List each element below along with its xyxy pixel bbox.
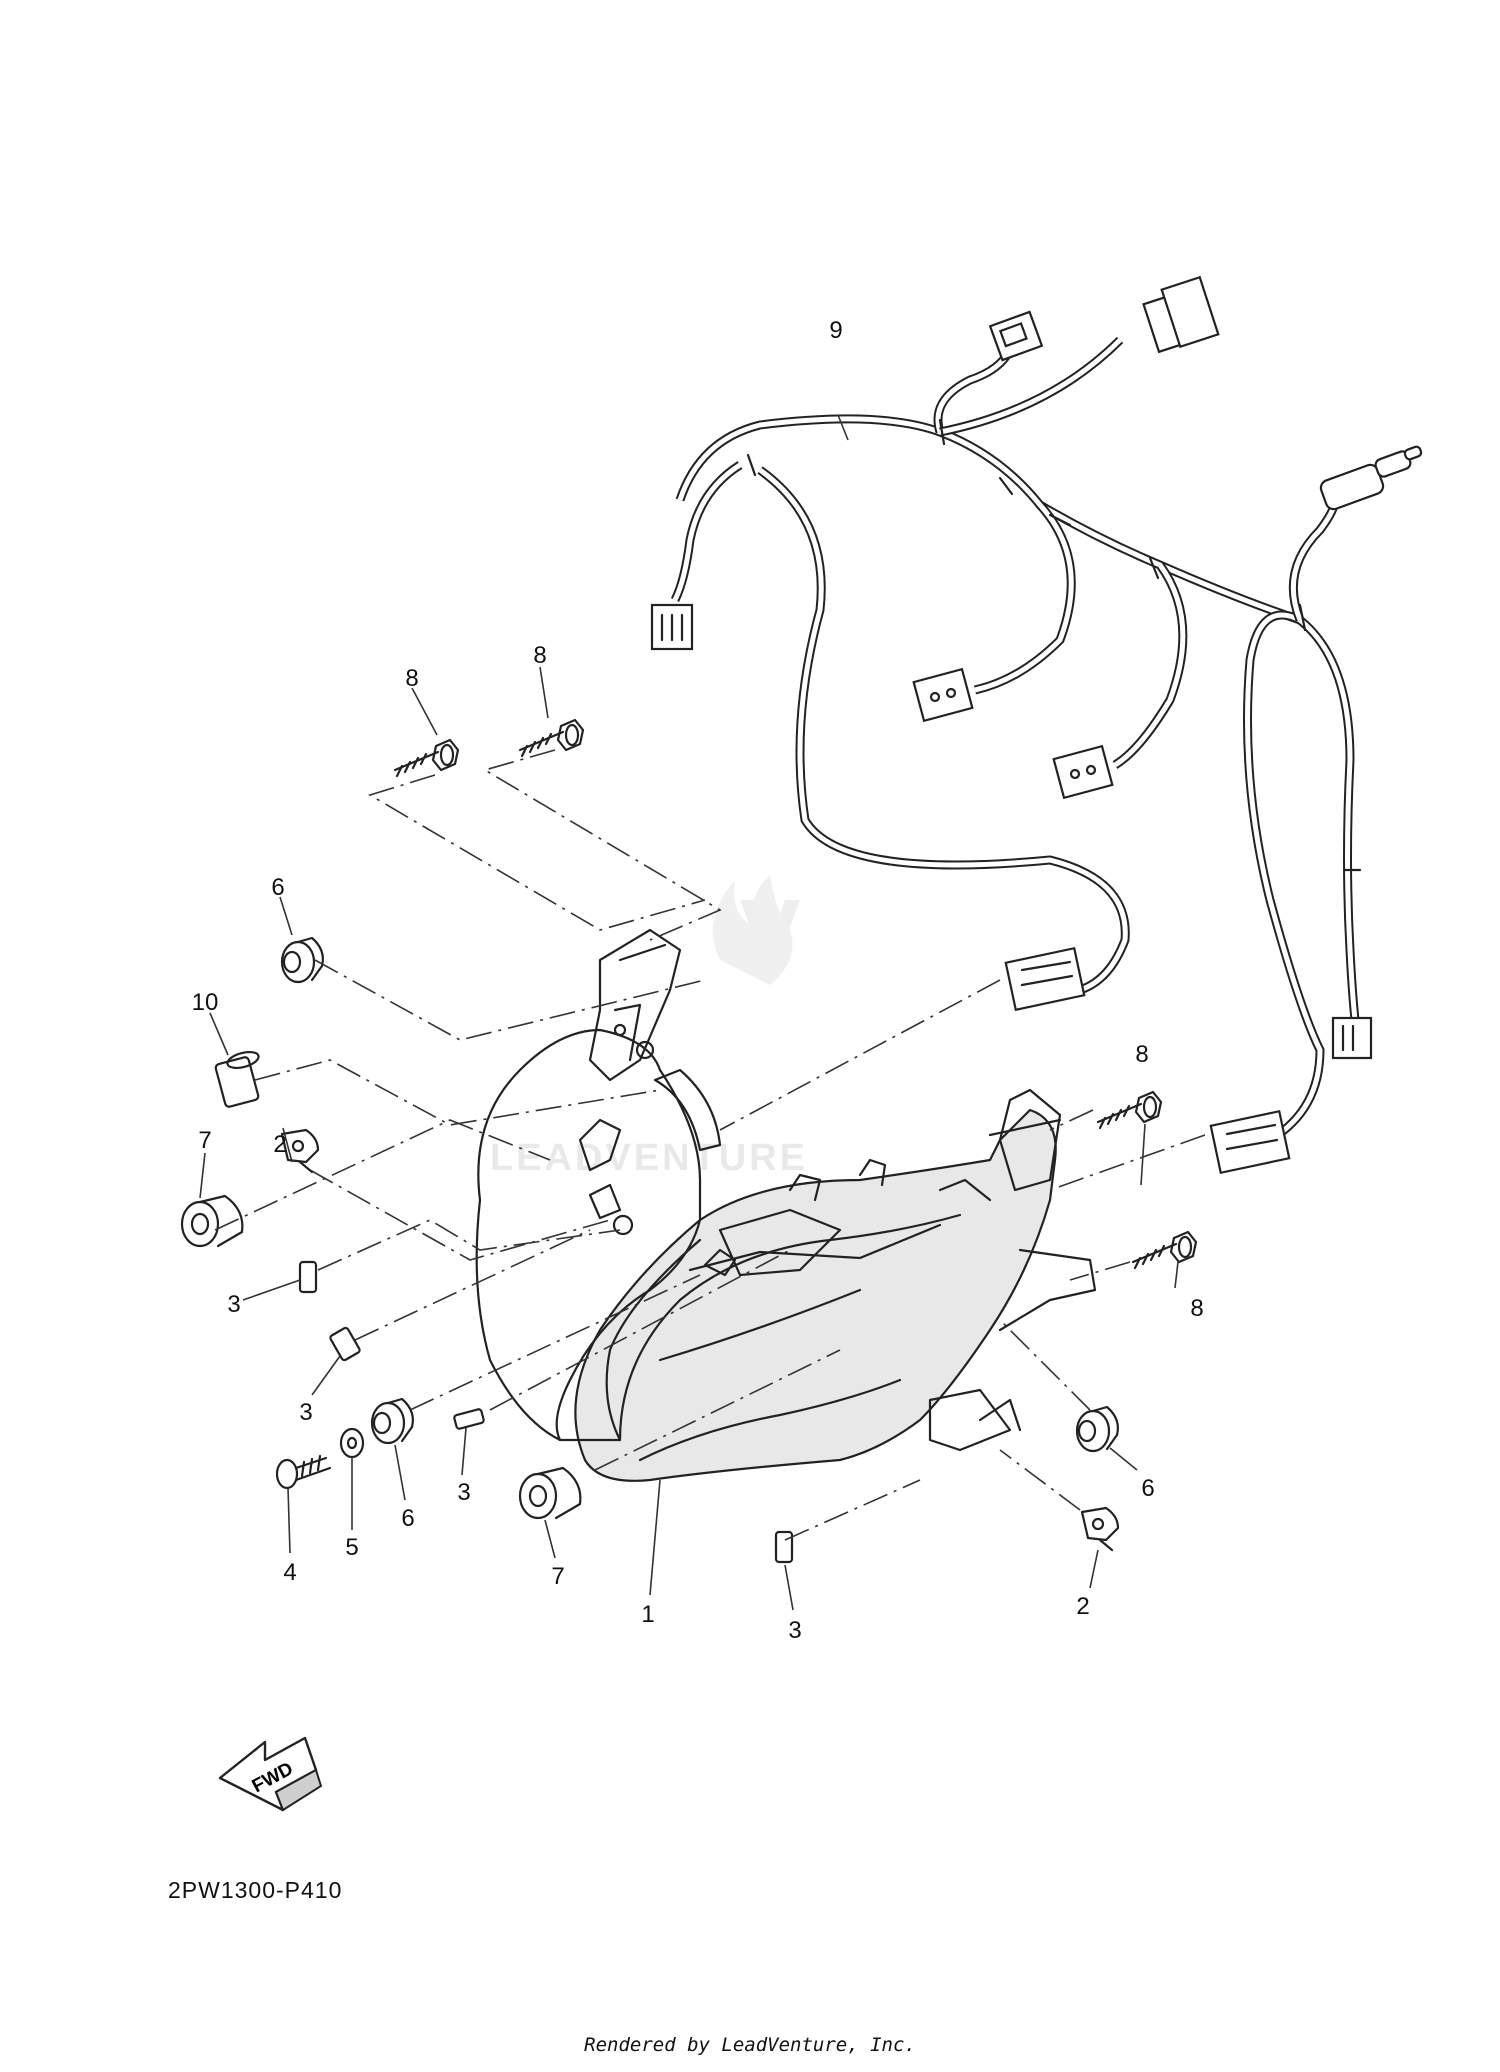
spacer-3-d bbox=[774, 1530, 794, 1564]
collar-10 bbox=[214, 1050, 260, 1108]
grommet-6-c bbox=[1075, 1405, 1119, 1453]
grommet-6-a bbox=[280, 936, 324, 984]
callout-3: 3 bbox=[227, 1291, 240, 1318]
callout-8: 8 bbox=[405, 665, 418, 692]
grommet-6-b bbox=[370, 1397, 414, 1445]
callout-labels: 9 8 8 6 10 2 7 3 3 3 4 5 6 7 1 3 8 8 6 2 bbox=[192, 317, 1204, 1644]
washer-5 bbox=[339, 1427, 365, 1459]
connector-bullet bbox=[1319, 445, 1423, 511]
connector-headlight-2 bbox=[1209, 1109, 1291, 1175]
callout-1: 1 bbox=[641, 1601, 654, 1628]
bolt-8-b bbox=[518, 718, 585, 758]
connector-headlight-1 bbox=[1004, 946, 1086, 1012]
nut-clip-2-b bbox=[1080, 1506, 1120, 1552]
callout-10: 10 bbox=[192, 989, 219, 1016]
connector-mid-2 bbox=[1052, 744, 1114, 800]
bolt-8-a bbox=[393, 738, 460, 778]
headlight-housing bbox=[475, 928, 722, 1442]
nut-clip-2-a bbox=[280, 1128, 320, 1174]
bolt-8-d bbox=[1131, 1230, 1198, 1270]
callout-8: 8 bbox=[1190, 1295, 1203, 1322]
fwd-arrow-icon: FWD bbox=[218, 1736, 323, 1812]
callout-6: 6 bbox=[1141, 1475, 1154, 1502]
callout-8: 8 bbox=[1135, 1041, 1148, 1068]
watermark: LEADVENTURE bbox=[490, 875, 808, 1179]
leader-lines bbox=[199, 414, 1206, 1611]
callout-5: 5 bbox=[345, 1534, 358, 1561]
spacer-3-b bbox=[329, 1326, 361, 1362]
watermark-text: LEADVENTURE bbox=[490, 1137, 808, 1179]
connector-right-small bbox=[1331, 1016, 1373, 1060]
bolt-4 bbox=[275, 1454, 332, 1490]
callout-9: 9 bbox=[829, 317, 842, 344]
connector-left-top bbox=[650, 603, 694, 651]
callout-2: 2 bbox=[1076, 1593, 1089, 1620]
callout-3: 3 bbox=[457, 1479, 470, 1506]
callout-7: 7 bbox=[551, 1563, 564, 1590]
callout-2: 2 bbox=[273, 1131, 286, 1158]
callout-3: 3 bbox=[788, 1617, 801, 1644]
callout-8: 8 bbox=[533, 642, 546, 669]
connector-top-small bbox=[988, 310, 1044, 362]
callout-7: 7 bbox=[198, 1127, 211, 1154]
callout-6: 6 bbox=[401, 1505, 414, 1532]
callout-3: 3 bbox=[299, 1399, 312, 1426]
grommet-7-b bbox=[518, 1466, 582, 1520]
spacer-3-c bbox=[453, 1408, 485, 1430]
connector-mid-1 bbox=[912, 667, 974, 723]
spacer-3-a bbox=[298, 1260, 318, 1294]
callout-6: 6 bbox=[271, 874, 284, 901]
rendered-by-footer: Rendered by LeadVenture, Inc. bbox=[584, 2034, 916, 2056]
callout-4: 4 bbox=[283, 1559, 296, 1586]
bolt-8-c bbox=[1096, 1090, 1163, 1130]
connector-top-large bbox=[1142, 275, 1220, 354]
wire-harness bbox=[650, 275, 1423, 1175]
headlight-assembly bbox=[574, 1088, 1097, 1482]
grommet-7-a bbox=[180, 1194, 244, 1248]
drawing-code: 2PW1300-P410 bbox=[168, 1877, 343, 1903]
